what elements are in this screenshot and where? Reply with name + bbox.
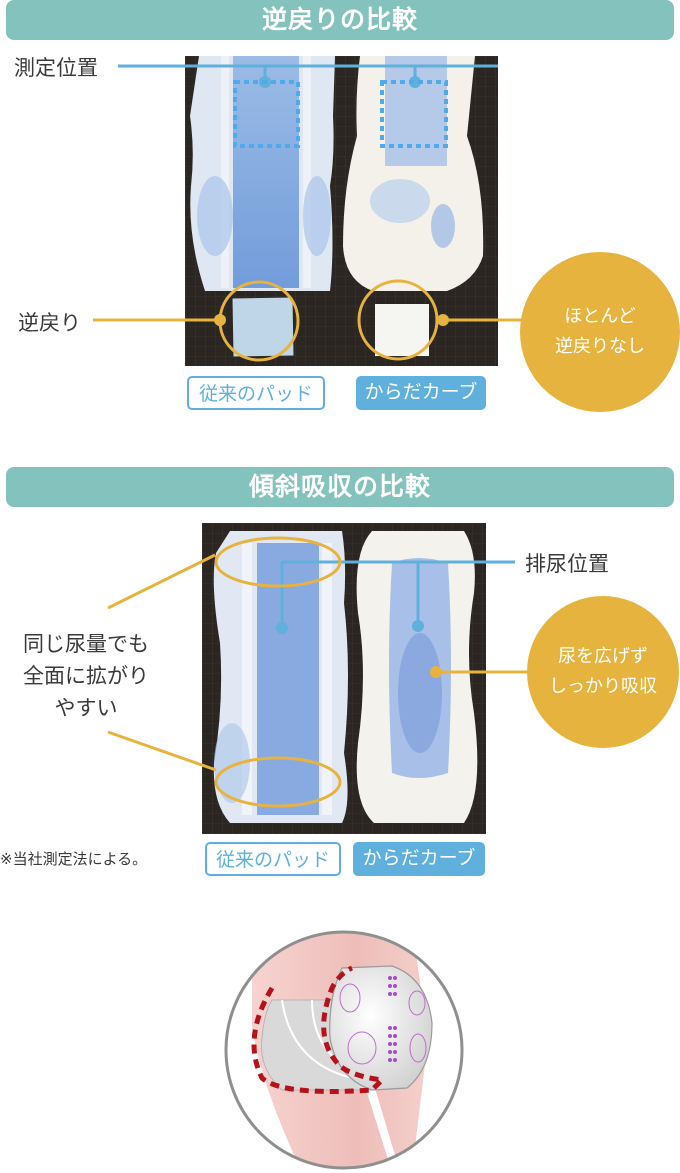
karada-curve-tag: からだカーブ	[356, 376, 486, 410]
bubble-line-2: しっかり吸収	[549, 676, 657, 697]
conventional-pad-tag: 従来のパッド	[187, 376, 325, 410]
section1-banner: 逆戻りの比較	[6, 0, 674, 40]
spread-line-2: 全面に拡がり	[23, 664, 149, 688]
absorb-firmly-bubble: 尿を広げず しっかり吸収	[527, 596, 679, 748]
section1-title: 逆戻りの比較	[261, 5, 418, 34]
urination-position-label: 排尿位置	[525, 552, 609, 576]
measurement-note: ※当社測定法による。	[0, 850, 148, 868]
measurement-position-label: 測定位置	[14, 56, 98, 80]
backflow-label: 逆戻り	[18, 311, 81, 335]
section2-banner: 傾斜吸収の比較	[6, 467, 674, 507]
section2-leader-lines	[107, 536, 530, 808]
inclined-absorption-photo	[202, 523, 486, 834]
conventional-pad-tag: 従来のパッド	[205, 842, 341, 876]
pad-fit-illustration	[222, 928, 466, 1172]
spread-line-3: やすい	[54, 696, 118, 720]
bubble-line-1: ほとんど	[564, 306, 636, 327]
section1-leader-lines	[93, 64, 530, 362]
section2-title: 傾斜吸収の比較	[248, 472, 431, 501]
karada-curve-tag: からだカーブ	[353, 842, 485, 876]
spread-description: 同じ尿量でも 全面に拡がり やすい	[6, 628, 166, 724]
bubble-line-1: 尿を広げず	[558, 646, 648, 667]
no-backflow-bubble: ほとんど 逆戻りなし	[520, 252, 680, 412]
backflow-comparison-photo	[185, 56, 498, 366]
bubble-line-2: 逆戻りなし	[555, 336, 645, 357]
spread-line-1: 同じ尿量でも	[23, 632, 149, 656]
